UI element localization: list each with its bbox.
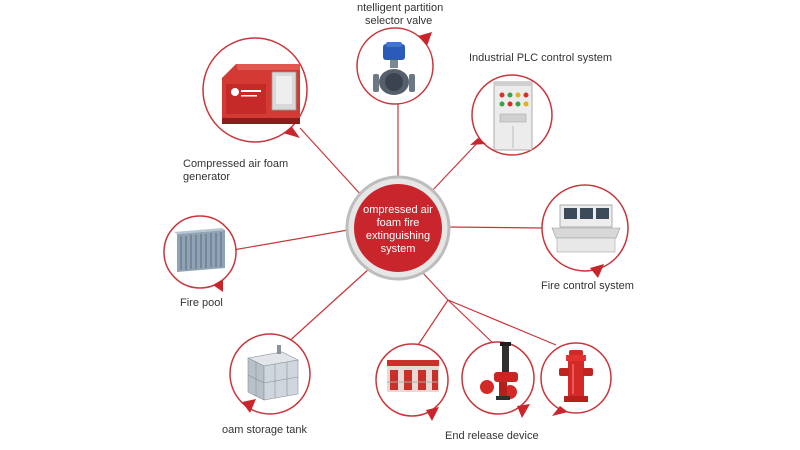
connector-lines [232,100,557,346]
label-valve: ntelligent partition selector valve [357,2,443,28]
fire-hydrant-icon [559,350,593,402]
foam-chamber-icon [387,360,439,392]
line-release-2 [447,299,496,346]
label-generator-line-2: generator [183,171,231,183]
line-generator [299,127,363,197]
control-console-icon [551,204,621,253]
label-generator: Compressed air foam generator [183,158,288,184]
label-valve-line-2: selector valve [365,15,433,27]
center-label: ompressed air foam fire extinguishing sy… [345,198,451,262]
label-plc: Industrial PLC control system [469,52,613,64]
line-release-trunk [421,271,449,301]
foam-generator-unit-icon [222,64,300,124]
line-pool [232,229,349,251]
foam-cannon-icon [480,342,518,400]
line-tank [284,267,371,346]
label-release: End release device [445,430,539,442]
center-label-line-1: ompressed air [363,204,433,216]
label-tank: oam storage tank [222,424,307,436]
label-control: Fire control system [541,280,634,292]
label-generator-line-1: Compressed air foam [183,158,289,170]
storage-tank-icon [247,345,299,401]
center-disc [354,184,442,272]
line-plc [429,137,483,194]
plc-cabinet-icon [493,81,533,151]
label-pool: Fire pool [180,297,223,309]
center-label-line-4: system [380,243,416,255]
line-control [447,226,544,229]
center-label-line-2: foam fire [376,217,420,229]
selector-valve-icon [373,42,415,95]
center-label-line-3: extinguishing [365,230,431,242]
line-release-3 [447,299,557,346]
line-release-1 [417,299,449,346]
label-valve-line-1: ntelligent partition [357,2,444,14]
center-node [345,175,451,281]
fire-pool-icon [174,228,225,272]
